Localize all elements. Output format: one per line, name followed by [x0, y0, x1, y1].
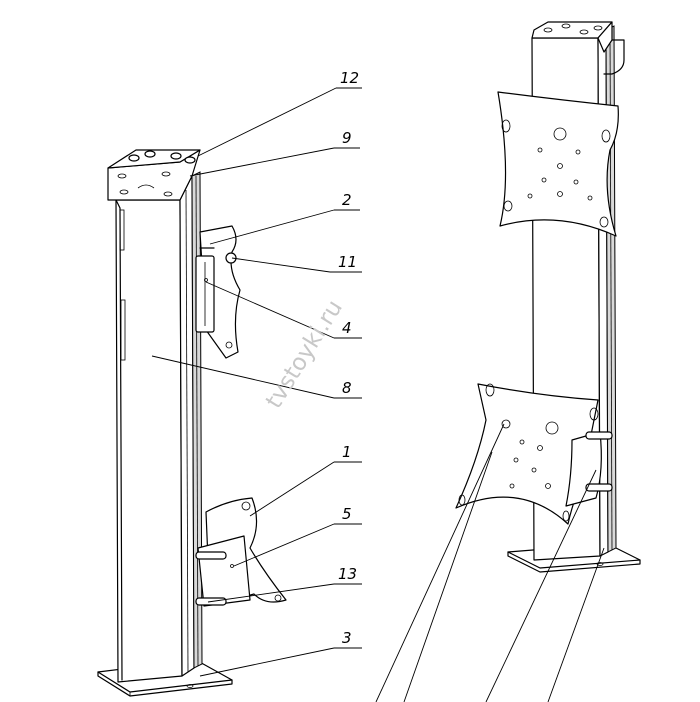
watermark-text: tvstoyki.ru: [261, 296, 348, 414]
callout-9: 9: [342, 129, 352, 147]
callout-4: 4: [342, 319, 352, 337]
lower-bracket-left: [195, 497, 287, 607]
left-stand-view: [97, 149, 287, 697]
callout-3: 3: [342, 629, 352, 647]
callout-11: 11: [338, 253, 357, 271]
callout-8: 8: [342, 379, 352, 397]
right-stand-view: [375, 21, 641, 702]
callout-12: 12: [340, 69, 359, 87]
leader-lines-right: [375, 423, 605, 702]
top-cap-right: [531, 21, 625, 75]
column-left: [115, 171, 203, 683]
callout-labels: 12 9 2 11 4 8 1 5 13 3: [338, 69, 359, 647]
lower-vesa-plate: [455, 383, 613, 525]
callout-13: 13: [338, 565, 357, 583]
callout-2: 2: [342, 191, 352, 209]
callout-1: 1: [342, 443, 352, 461]
upper-vesa-plate: [497, 91, 619, 237]
upper-bracket-left: [195, 225, 241, 359]
callout-5: 5: [342, 505, 352, 523]
callout-leaders: [151, 87, 362, 677]
